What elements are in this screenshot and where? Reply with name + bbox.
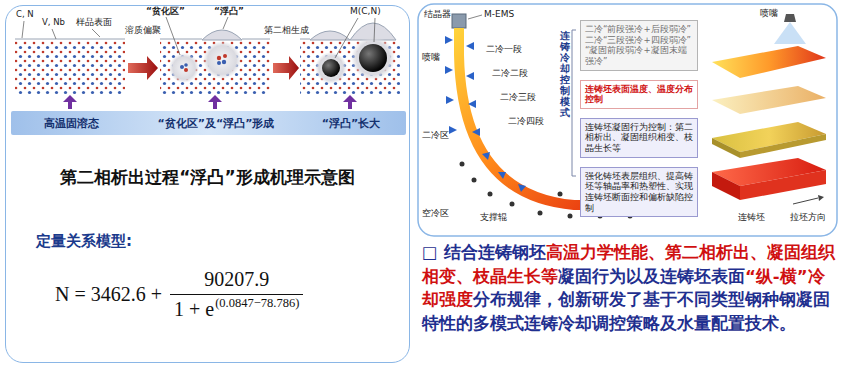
stage-name: “贫化区”及“浮凸”形成	[158, 116, 275, 131]
formula-exponent: (0.0847−78.786)	[215, 296, 299, 310]
element-label: C, N	[16, 10, 34, 20]
box-text: 二冷“前段强冷+后段弱冷”	[585, 24, 693, 35]
zone-label: 二冷二段	[492, 68, 528, 78]
direction-label: 拉坯方向	[790, 212, 826, 222]
paragraph-text: 结合连铸钢坯	[444, 243, 546, 262]
denominator: 1 + e(0.0847−78.786)	[170, 295, 303, 321]
stage-band: 高温固溶态 “贫化区”及“浮凸”形成 “浮凸”长大	[11, 111, 406, 135]
formula-denominator: 1 + e	[174, 298, 214, 320]
zone-label: “浮凸”	[214, 6, 244, 16]
formula-part: N = 3462.6 +	[55, 283, 162, 306]
control-box: 连铸坯凝固行为控制：第二相析出、凝固组织相变、枝晶生长等	[580, 118, 698, 158]
fraction: 90207.9 1 + e(0.0847−78.786)	[170, 268, 303, 321]
box-text: 强化铸坯表层组织、提高铸坯等轴晶率和热塑性、实现连铸坯断面控和偏析缺陷控制	[585, 171, 693, 214]
part-label: 支撑辊	[480, 212, 507, 222]
zone-label: 二冷区	[422, 130, 449, 140]
process-label: 溶质偏聚	[125, 26, 161, 36]
description-paragraph: □结合连铸钢坯高温力学性能、第二相析出、凝固组织相变、枝晶生长等凝固行为以及连铸…	[422, 241, 836, 335]
strategy-box: 二冷“前段强冷+后段弱冷”二冷“三段强冷+四段弱冷”“凝固前段弱冷+凝固末端强冷…	[580, 20, 698, 71]
surface-label: 样品表面	[76, 18, 112, 28]
stage-name: 高温固溶态	[44, 116, 99, 131]
formula-numerator: 90207.9	[204, 268, 269, 290]
part-label: 连铸坯	[738, 212, 765, 222]
part-label: M-EMS	[484, 9, 514, 19]
mode-label: 连铸冷却控制模式	[560, 30, 570, 118]
formula-lhs: N = 3462.6 +	[55, 283, 162, 305]
zone-label: 空冷区	[422, 208, 449, 218]
stage-name: “浮凸”长大	[322, 116, 380, 131]
box-text: 二冷“三段强冷+四段弱冷”	[585, 35, 693, 46]
model-heading: 定量关系模型:	[36, 232, 132, 251]
paragraph-text: 凝固行为以及连铸坯表面	[558, 267, 745, 286]
zone-label: 二冷三段	[500, 92, 536, 102]
fraction-bar	[170, 294, 303, 295]
zone-label: 二冷四段	[508, 116, 544, 126]
formula: N = 3462.6 + 90207.9 1 + e(0.0847−78.786)	[55, 268, 303, 321]
box-text: 连铸坯表面温度、温度分布控制	[585, 84, 693, 105]
part-label: 喷嘴	[760, 8, 778, 18]
part-label: 结晶器	[424, 9, 451, 19]
zone-label: 二冷一段	[486, 44, 522, 54]
box-text: 连铸坯凝固行为控制：第二相析出、凝固组织相变、枝晶生长等	[585, 122, 693, 154]
figure-title: 第二相析出过程“浮凸”形成机理示意图	[6, 166, 409, 189]
part-label: 喷嘴	[422, 52, 440, 62]
element-label: V, Nb	[42, 18, 65, 28]
precipitate-label: M(C,N)	[350, 6, 381, 16]
paragraph-text: 分布规律，创新研发了基于不同类型钢种钢凝固特性的多模式连铸冷却调控策略及水量配置…	[422, 290, 830, 333]
control-box: 连铸坯表面温度、温度分布控制	[580, 80, 698, 109]
box-text: “凝固前段弱冷+凝固末端强冷”	[585, 45, 693, 66]
bullet-mark: □	[422, 243, 438, 262]
zone-label: “贫化区”	[146, 6, 185, 16]
control-box: 强化铸坯表层组织、提高铸坯等轴晶率和热塑性、实现连铸坯断面控和偏析缺陷控制	[580, 167, 698, 218]
numerator: 90207.9	[198, 268, 275, 294]
process-label: 第二相生成	[264, 26, 309, 36]
